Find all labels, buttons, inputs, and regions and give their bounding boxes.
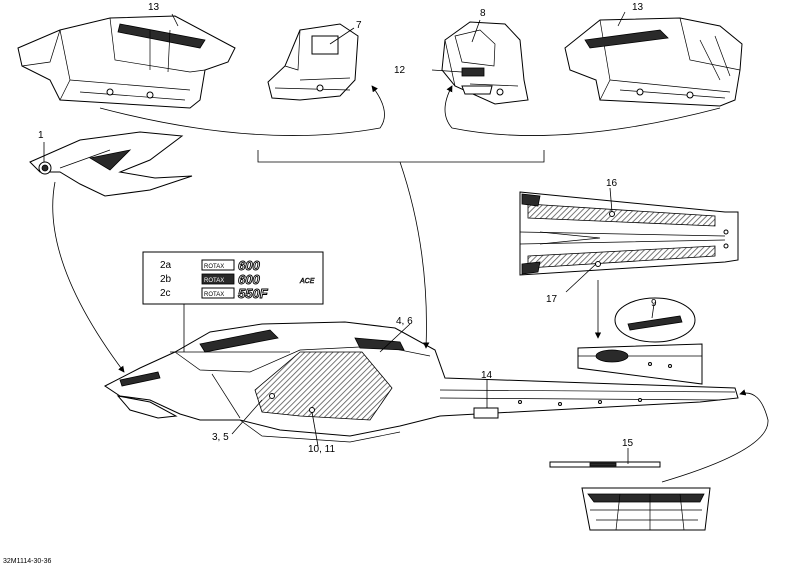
callout-1: 1	[38, 130, 44, 141]
tunnel-decal-assembly	[519, 191, 739, 276]
svg-text:ROTAX: ROTAX	[204, 264, 224, 270]
callout-4-6: 4, 6	[396, 316, 413, 327]
console-front-panel	[441, 21, 529, 105]
callout-13-right: 13	[632, 2, 644, 13]
callout-labels: 13 7 8 13 12 1 16 17 9 4, 6 14 3, 5 10, …	[38, 2, 657, 455]
legend-row-2b: 2b ROTAX 600 ACE	[160, 272, 315, 288]
tunnel-section	[577, 343, 703, 385]
svg-text:ROTAX: ROTAX	[204, 278, 224, 284]
callout-3-5: 3, 5	[212, 432, 229, 443]
callout-12: 12	[394, 65, 406, 76]
document-reference: 32M1114-30-36	[3, 558, 52, 565]
engine-decal-legend: 2a ROTAX 600 2b ROTAX 600 ACE 2c ROTAX 5…	[142, 251, 324, 305]
hood-decal	[29, 131, 193, 197]
callout-7: 7	[356, 20, 362, 31]
rear-bumper-decal-strip	[549, 461, 661, 468]
svg-text:2c: 2c	[160, 288, 171, 299]
snowmobile-body	[104, 321, 739, 443]
callout-13-left: 13	[148, 2, 160, 13]
side-panel-right	[564, 17, 743, 107]
svg-text:600: 600	[238, 258, 260, 273]
svg-text:550F: 550F	[238, 286, 269, 301]
legend-row-2a: 2a ROTAX 600	[160, 258, 261, 274]
callout-16: 16	[606, 178, 618, 189]
oval-decal	[614, 297, 696, 343]
side-panel-left	[17, 15, 236, 109]
callout-9: 9	[651, 298, 657, 309]
callout-14: 14	[481, 370, 493, 381]
callout-8: 8	[480, 8, 486, 19]
callout-17: 17	[546, 294, 558, 305]
leader-lines	[43, 11, 769, 483]
rear-bumper	[581, 487, 711, 531]
callout-15: 15	[622, 438, 634, 449]
console-side-panel	[267, 23, 359, 101]
svg-text:2a: 2a	[160, 260, 172, 271]
callout-10-11: 10, 11	[308, 444, 335, 455]
svg-text:ROTAX: ROTAX	[204, 292, 224, 298]
legend-row-2c: 2c ROTAX 550F	[160, 286, 269, 302]
svg-text:2b: 2b	[160, 274, 172, 285]
svg-text:600: 600	[238, 272, 260, 287]
svg-text:ACE: ACE	[299, 278, 315, 285]
